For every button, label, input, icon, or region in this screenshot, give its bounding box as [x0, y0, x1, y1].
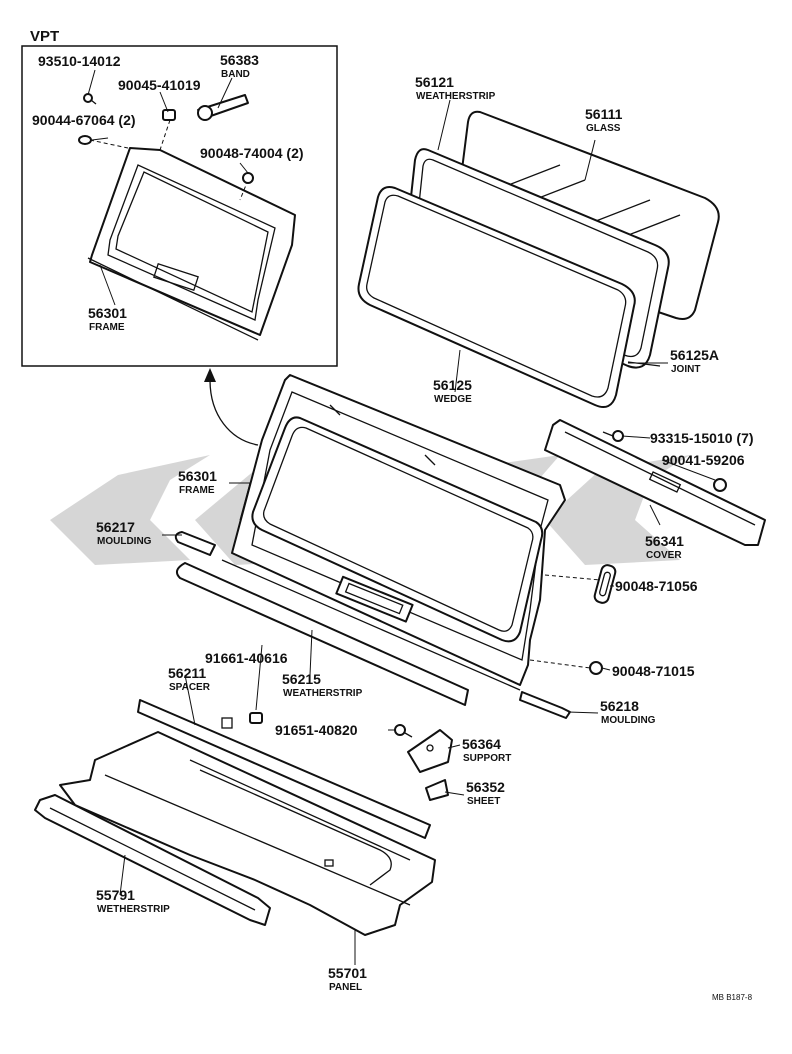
part-name: FRAME	[89, 322, 125, 333]
part-label-90041: 90041-59206	[662, 452, 745, 468]
part-number: 56125A	[670, 347, 719, 363]
part-label-90045: 90045-41019	[118, 77, 201, 93]
part-name: WEATHERSTRIP	[283, 688, 363, 699]
part-number: 91651-40820	[275, 722, 358, 738]
part-number: 56364	[462, 736, 501, 752]
part-number: 55791	[96, 887, 135, 903]
part-number: 56211	[168, 665, 206, 681]
part-name: COVER	[646, 550, 682, 561]
weatherstrip-bottom-drawing	[175, 562, 469, 706]
moulding-left-drawing	[174, 531, 216, 556]
part-number: 56125	[433, 377, 472, 393]
part-label-56125A: 56125A JOINT	[670, 347, 719, 375]
part-number: 90041-59206	[662, 452, 745, 468]
part-label-55791: 55791 WETHERSTRIP	[96, 887, 170, 915]
cover-drawing	[544, 419, 766, 546]
drawing-code: MB B187-8	[712, 993, 753, 1002]
part-number: 56215	[282, 671, 321, 687]
main-frame-drawing	[221, 374, 566, 691]
part-label-93315: 93315-15010 (7)	[650, 430, 754, 446]
part-label-56211: 56211 SPACER	[168, 665, 211, 693]
spacer-drawing	[137, 699, 431, 839]
part-label-56301-main: 56301 FRAME	[178, 468, 217, 496]
part-label-90048-74004: 90048-74004 (2)	[200, 145, 304, 161]
part-number: 55701	[328, 965, 367, 981]
vpt-inset-box	[21, 45, 338, 367]
part-name: MOULDING	[601, 715, 656, 726]
part-name: MOULDING	[97, 536, 152, 547]
part-label-56111: 56111 GLASS	[585, 106, 623, 134]
wedge-drawing	[357, 186, 636, 408]
part-label-56125: 56125 WEDGE	[433, 377, 472, 405]
part-name: BAND	[221, 69, 250, 80]
part-number: 56383	[220, 52, 259, 68]
part-number: 56352	[466, 779, 505, 795]
part-name: WEDGE	[434, 394, 472, 405]
inset-arrow	[209, 379, 259, 446]
part-label-91661: 91661-40616	[205, 650, 288, 666]
part-name: FRAME	[179, 485, 215, 496]
part-label-56352: 56352 SHEET	[466, 779, 505, 807]
part-label-56217: 56217 MOULDING	[96, 519, 152, 547]
part-number: 56111	[585, 106, 623, 122]
part-number: 56121	[415, 74, 454, 90]
sheet-icon	[425, 779, 449, 801]
part-label-55701: 55701 PANEL	[328, 965, 367, 993]
bolt-91661-icon	[249, 712, 263, 724]
part-name: PANEL	[329, 982, 362, 993]
inset-screw-icon	[83, 93, 97, 105]
part-name: WEATHERSTRIP	[416, 91, 496, 102]
part-label-91651: 91651-40820	[275, 722, 358, 738]
moulding-right-drawing	[519, 691, 571, 719]
part-label-56215: 56215 WEATHERSTRIP	[282, 671, 363, 699]
part-label-56364: 56364 SUPPORT	[462, 736, 511, 764]
inset-bolt-icon	[162, 109, 176, 121]
part-label-56341: 56341 COVER	[645, 533, 684, 561]
part-number: 90045-41019	[118, 77, 201, 93]
part-number: 56218	[600, 698, 639, 714]
part-label-56383: 56383 BAND	[220, 52, 259, 80]
part-label-90044: 90044-67064 (2)	[32, 112, 136, 128]
wetherstrip-55791-drawing	[34, 794, 271, 926]
part-number: 56301	[178, 468, 217, 484]
panel-drawing	[59, 731, 436, 936]
cover-nut-icon	[713, 478, 727, 492]
clip-icon	[593, 564, 617, 604]
part-label-56121: 56121 WEATHERSTRIP	[415, 74, 496, 102]
part-number: 56217	[96, 519, 135, 535]
part-label-56301-inset: 56301 FRAME	[88, 305, 127, 333]
part-number: 91661-40616	[205, 650, 288, 666]
part-name: SHEET	[467, 796, 500, 807]
part-name: WETHERSTRIP	[97, 904, 170, 915]
part-name: SUPPORT	[463, 753, 511, 764]
part-label-93510: 93510-14012	[38, 53, 121, 69]
part-number: 56301	[88, 305, 127, 321]
cover-screw-icon	[602, 430, 624, 442]
part-label-90048-71015: 90048-71015	[612, 663, 695, 679]
part-name: GLASS	[586, 123, 621, 134]
part-name: JOINT	[671, 364, 700, 375]
grommet-icon	[589, 661, 603, 675]
inset-nut-icon	[242, 172, 254, 184]
part-number: 56341	[645, 533, 684, 549]
inset-band-icon	[197, 94, 249, 121]
part-number: 90044-67064 (2)	[32, 112, 136, 128]
part-number: 93315-15010 (7)	[650, 430, 754, 446]
leader-lines	[87, 69, 716, 965]
inset-clip-icon	[78, 135, 92, 145]
part-number: 90048-74004 (2)	[200, 145, 304, 161]
part-number: 90048-71056	[615, 578, 698, 594]
inset-label: VPT	[30, 28, 59, 45]
part-number: 93510-14012	[38, 53, 121, 69]
inset-arrow-head	[204, 368, 216, 382]
inset-frame-drawing	[87, 119, 296, 341]
part-label-56218: 56218 MOULDING	[600, 698, 656, 726]
part-number: 90048-71015	[612, 663, 695, 679]
part-name: SPACER	[169, 682, 211, 693]
support-icon	[407, 729, 453, 773]
bolt-91651-icon	[394, 724, 413, 738]
part-label-90048-71056: 90048-71056	[615, 578, 698, 594]
